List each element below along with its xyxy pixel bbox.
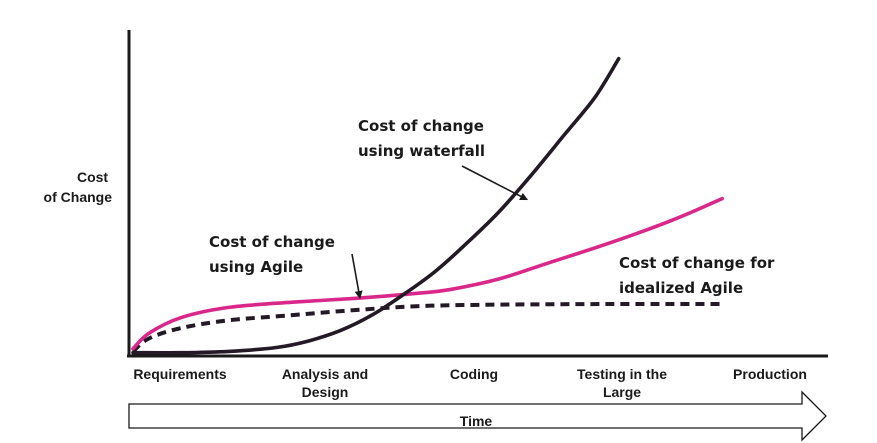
x-tick-label: Coding [450, 366, 498, 382]
x-tick-label-line: Analysis and [282, 366, 368, 382]
time-arrow [128, 390, 827, 442]
idealized-agile-cost-line [131, 302, 723, 353]
x-tick-label-line: Design [302, 384, 349, 400]
annotation-line: Cost of change [358, 117, 484, 135]
annotation-line: Cost of change [209, 233, 335, 251]
agile-annotation: Cost of change using Agile [209, 233, 335, 276]
y-axis-label: Cost of Change [44, 169, 113, 205]
annotation-line: using waterfall [358, 142, 485, 160]
waterfall-annotation: Cost of change using waterfall [358, 117, 485, 160]
x-tick-label-line: Requirements [133, 366, 227, 382]
y-axis-label-line-1: Cost [77, 169, 108, 185]
x-tick-label-line: Large [603, 384, 641, 400]
annotation-line: using Agile [209, 258, 303, 276]
x-axis-label: Time [460, 413, 493, 429]
x-tick-label: Production [733, 366, 807, 382]
annotation-arrow [461, 165, 529, 201]
x-tick-label-line: Coding [450, 366, 498, 382]
waterfall-cost-line [131, 56, 621, 355]
x-tick-label: Requirements [133, 366, 227, 382]
x-tick-label-line: Testing in the [577, 366, 667, 382]
idealized-agile-annotation: Cost of change for idealized Agile [619, 254, 775, 297]
annotation-line: Cost of change for [619, 254, 775, 272]
series-layer [131, 56, 724, 355]
annotation-line: idealized Agile [619, 279, 743, 297]
annotation-arrow [351, 253, 363, 300]
y-axis-label-line-2: of Change [44, 189, 113, 205]
agile-cost-line [131, 196, 724, 351]
x-tick-label-line: Production [733, 366, 807, 382]
